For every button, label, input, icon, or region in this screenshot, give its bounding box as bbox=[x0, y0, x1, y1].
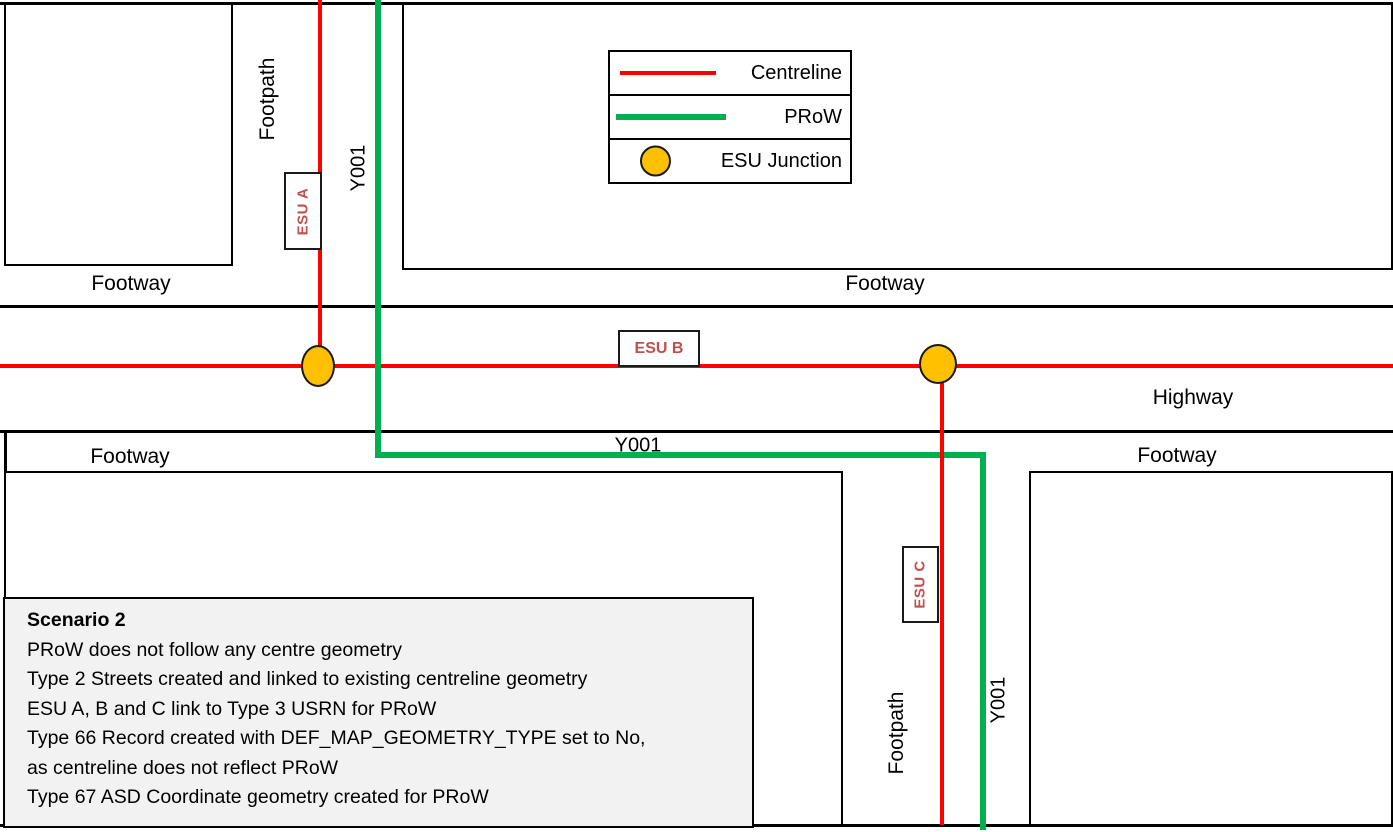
esu-b-label-box: ESU B bbox=[618, 330, 700, 367]
legend-esu-junction-label: ESU Junction bbox=[720, 149, 842, 172]
legend-centreline-label: Centreline bbox=[750, 61, 842, 84]
esu-c-label: ESU C bbox=[912, 560, 929, 609]
esu-junction-node-left bbox=[301, 345, 335, 387]
block-top-right bbox=[402, 3, 1393, 270]
block-bottom-right bbox=[1029, 471, 1393, 826]
legend-prow-label: PRoW bbox=[784, 105, 842, 128]
scenario-line-3: ESU A, B and C link to Type 3 USRN for P… bbox=[27, 697, 437, 720]
highway-bottom-line bbox=[0, 430, 1393, 433]
footway-bottom-left-label: Footway bbox=[90, 445, 170, 468]
esu-b-label: ESU B bbox=[634, 339, 684, 357]
footway-top-left-label: Footway bbox=[91, 272, 171, 295]
footway-bottom-right-label: Footway bbox=[1137, 444, 1217, 467]
esu-c-label-box: ESU C bbox=[902, 546, 939, 623]
esu-junction-sample-icon bbox=[640, 145, 671, 177]
legend: Centreline PRoW ESU Junction bbox=[608, 50, 852, 184]
centreline-vertical-bottom bbox=[940, 366, 944, 825]
scenario-title: Scenario 2 bbox=[27, 609, 126, 631]
footway-top-right-label: Footway bbox=[845, 272, 925, 295]
prow-sample-icon bbox=[616, 114, 726, 120]
footpath-bottom-label: Footpath bbox=[885, 691, 908, 775]
left-edge-stub-line bbox=[4, 430, 7, 473]
legend-row-centreline: Centreline bbox=[610, 52, 850, 94]
esu-a-label-box: ESU A bbox=[284, 172, 322, 250]
footpath-top-label: Footpath bbox=[256, 57, 279, 141]
centreline-sample-icon bbox=[620, 71, 716, 75]
prow-vertical-bottom bbox=[980, 452, 986, 830]
scenario-line-1: PRoW does not follow any centre geometry bbox=[27, 638, 403, 661]
scenario-line-6: Type 67 ASD Coordinate geometry created … bbox=[27, 786, 489, 808]
esu-junction-node-right bbox=[919, 344, 957, 384]
esu-a-label: ESU A bbox=[294, 187, 312, 235]
y001-bottom-label: Y001 bbox=[987, 676, 1010, 724]
scenario-line-2: Type 2 Streets created and linked to exi… bbox=[27, 668, 588, 690]
y001-top-label: Y001 bbox=[347, 144, 370, 192]
scenario-line-4: Type 66 Record created with DEF_MAP_GEOM… bbox=[27, 727, 646, 749]
prow-horizontal bbox=[375, 452, 986, 458]
scenario-note-box: Scenario 2 PRoW does not follow any cent… bbox=[3, 597, 754, 828]
highway-label: Highway bbox=[1152, 386, 1234, 409]
legend-row-esu-junction: ESU Junction bbox=[610, 138, 850, 182]
y001-mid-label: Y001 bbox=[614, 434, 662, 457]
block-top-left bbox=[4, 3, 233, 266]
prow-vertical-top bbox=[375, 0, 381, 458]
footway-top-divider-line bbox=[0, 305, 1393, 308]
scenario-line-5: as centreline does not reflect PRoW bbox=[27, 756, 339, 779]
legend-row-prow: PRoW bbox=[610, 94, 850, 138]
